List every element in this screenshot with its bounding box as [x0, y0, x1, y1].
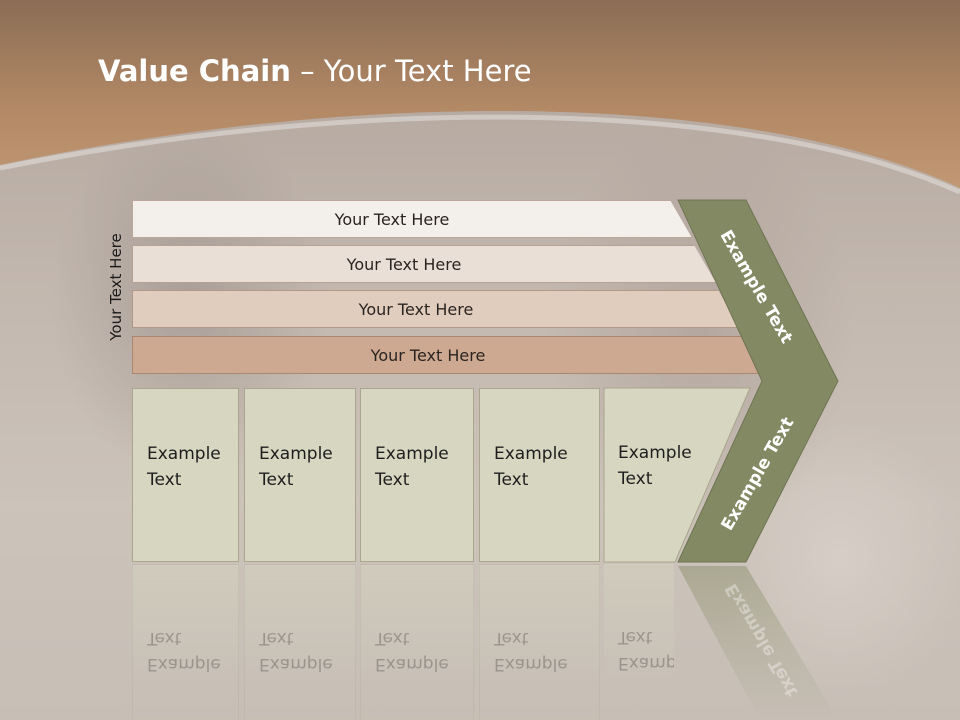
- box-text-line2: Text: [375, 470, 410, 490]
- box-text-line2: Text: [259, 470, 294, 490]
- support-bar-4: Your Text Here: [132, 336, 764, 374]
- reflection-line2: Text: [375, 628, 410, 648]
- box-reflection-4: Example Text: [479, 564, 600, 720]
- chevron-shape: [677, 199, 839, 563]
- chevron-reflection: [678, 566, 838, 720]
- support-bar-label: Your Text Here: [370, 345, 486, 365]
- box-reflection-5: Example Text: [604, 564, 674, 720]
- box-text-line2: Text: [618, 469, 653, 489]
- support-bar-label: Your Text Here: [358, 299, 474, 319]
- reflection-line1: Example: [259, 654, 333, 674]
- reflection-line1: Example: [618, 653, 674, 673]
- box-reflection-2: Example Text: [244, 564, 356, 720]
- box-text-line1: Example: [618, 443, 692, 463]
- reflection-text: Example Text: [375, 625, 449, 677]
- slide-title-bold: Value Chain: [98, 54, 291, 88]
- box-reflection-1: Example Text: [132, 564, 239, 720]
- reflection-text: Example Text: [147, 625, 221, 677]
- support-bar-label: Your Text Here: [346, 254, 462, 274]
- box-text-line1: Example: [375, 444, 449, 464]
- reflection-text: Example Text: [259, 625, 333, 677]
- slide-title: Value Chain – Your Text Here: [98, 54, 532, 88]
- box-text-line1: Example: [259, 444, 333, 464]
- reflection-line2: Text: [147, 628, 182, 648]
- reflection-line1: Example: [375, 654, 449, 674]
- reflection-line2: Text: [494, 628, 529, 648]
- support-bar-label: Your Text Here: [334, 209, 450, 229]
- reflection-text: Example Text: [494, 625, 568, 677]
- reflection-line1: Example: [147, 654, 221, 674]
- box-text-line2: Text: [494, 470, 529, 490]
- slide-title-rest: – Your Text Here: [290, 54, 532, 88]
- support-bar-3: Your Text Here: [132, 290, 740, 328]
- reflection-text: Example Text: [618, 624, 674, 676]
- primary-activity-arrow-shape: [603, 387, 751, 563]
- header-band: [0, 0, 960, 195]
- reflection-line2: Text: [259, 628, 294, 648]
- box-text-line1: Example: [147, 444, 221, 464]
- reflection-line2: Text: [618, 627, 653, 647]
- box-text-line1: Example: [494, 444, 568, 464]
- support-bar-1: Your Text Here: [132, 200, 692, 238]
- box-text-line2: Text: [147, 470, 182, 490]
- support-bar-2: Your Text Here: [132, 245, 716, 283]
- reflection-line1: Example: [494, 654, 568, 674]
- box-reflection-3: Example Text: [360, 564, 474, 720]
